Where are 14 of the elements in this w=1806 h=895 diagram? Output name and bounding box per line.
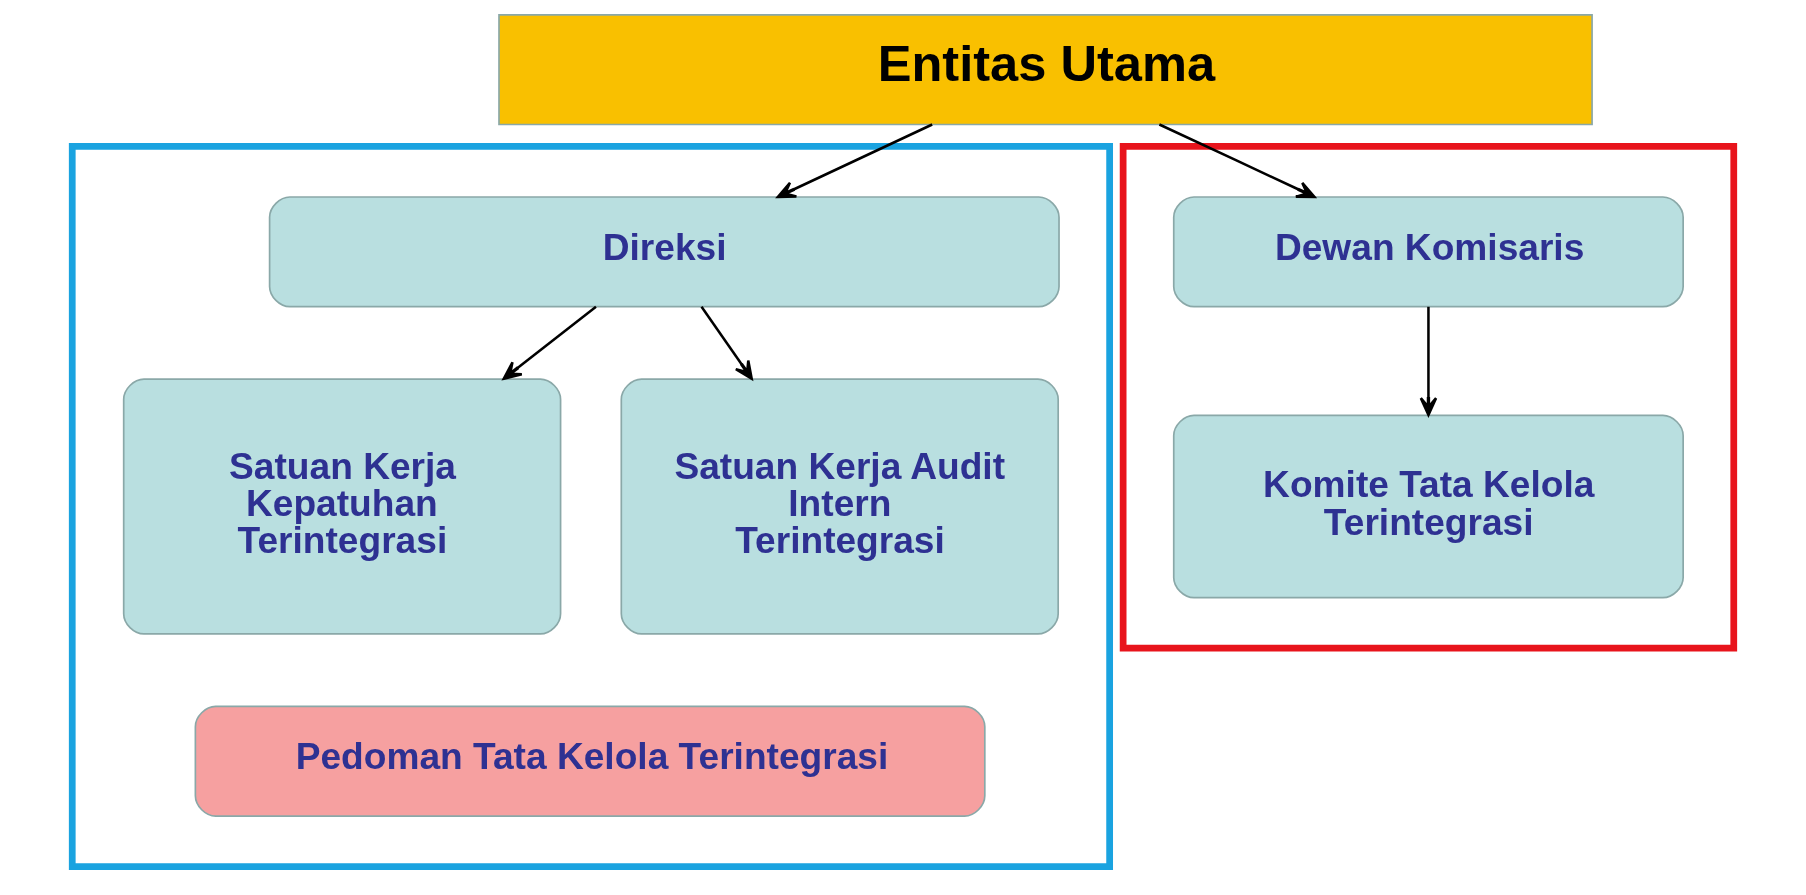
cluster [1119,143,1738,652]
node-box: Entitas Utama [498,14,1593,126]
node-box: Dewan Komisaris [1172,196,1684,308]
arrow [776,123,933,199]
arrow [1419,306,1438,417]
arrow [502,305,597,380]
node-box: Pedoman Tata Kelola Terintegrasi [194,705,986,817]
arrow [700,306,753,380]
node-box: Direksi [268,196,1060,308]
node-box: Komite Tata Kelola Terintegrasi [1172,414,1684,599]
node-box: Satuan Kerja Audit Intern Terintegrasi [620,378,1060,635]
node-box: Satuan Kerja Kepatuhan Terintegrasi [122,378,562,635]
cluster [68,143,1113,871]
arrow [1158,123,1316,199]
